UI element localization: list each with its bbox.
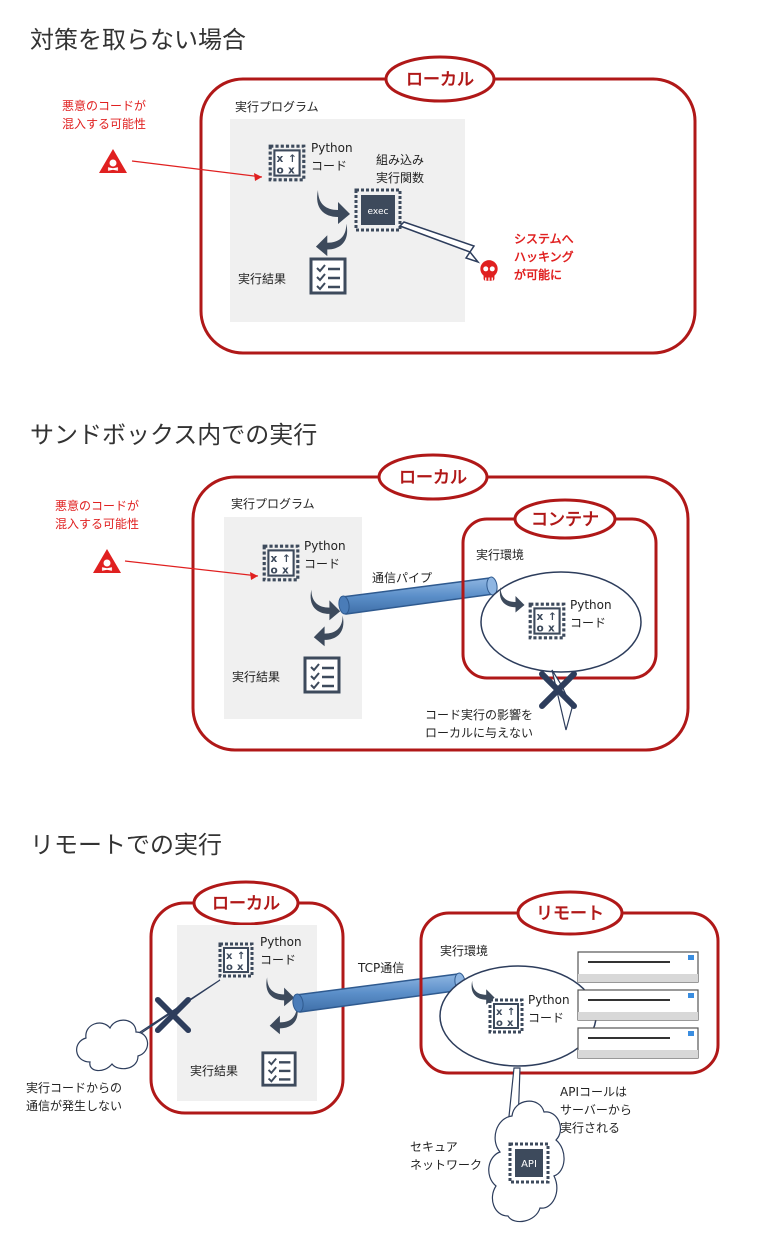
result-label: 実行結果 — [238, 271, 286, 286]
warning-skull-icon — [92, 548, 122, 574]
api-chip-icon — [508, 1142, 550, 1184]
python-label-1: Python — [311, 141, 353, 155]
result-label: 実行結果 — [232, 669, 280, 684]
python-code-icon — [262, 544, 300, 582]
exec-chip-icon — [354, 188, 402, 232]
python-label-2: コード — [304, 557, 340, 571]
api-note-1: APIコールは — [560, 1085, 627, 1099]
malicious-note-line2: 混入する可能性 — [62, 117, 146, 131]
no-impact-note-2: ローカルに与えない — [425, 726, 533, 740]
builtin-label-2: 実行関数 — [376, 170, 424, 185]
container-pill — [513, 498, 617, 540]
local-label: ローカル — [399, 468, 467, 488]
hack-note-3: が可能に — [514, 267, 562, 282]
secure-net-2: ネットワーク — [410, 1158, 482, 1172]
remote-code-2: コード — [528, 1011, 564, 1025]
injection-arrow — [124, 560, 259, 577]
section-title: サンドボックス内での実行 — [30, 421, 317, 449]
no-comm-note-2: 通信が発生しない — [26, 1098, 122, 1113]
program-label: 実行プログラム — [231, 496, 315, 511]
section-title: リモートでの実行 — [30, 831, 222, 859]
result-label: 実行結果 — [190, 1063, 238, 1078]
checklist-icon — [309, 257, 347, 295]
container-code-2: コード — [570, 616, 606, 630]
malicious-note-line1: 悪意のコードが — [62, 98, 146, 113]
api-note-2: サーバーから — [560, 1103, 632, 1117]
env-label: 実行環境 — [476, 547, 524, 562]
tcp-label: TCP通信 — [357, 961, 404, 975]
python-label-2: コード — [260, 953, 296, 967]
execution-env — [480, 571, 642, 673]
exec-label: exec — [368, 207, 389, 217]
container-label: コンテナ — [531, 510, 599, 530]
checklist-icon — [303, 656, 341, 694]
container-code-1: Python — [570, 598, 612, 612]
remote-code-1: Python — [528, 993, 570, 1007]
secure-net-1: セキュア — [410, 1140, 458, 1154]
remote-pill — [516, 890, 624, 936]
hack-note-2: ハッキング — [514, 249, 574, 264]
injection-arrow — [131, 160, 263, 178]
python-code-icon — [528, 602, 566, 640]
skull-icon — [479, 259, 499, 282]
python-code-icon — [488, 998, 524, 1034]
python-code-icon — [218, 942, 254, 978]
local-label: ローカル — [212, 894, 280, 914]
hack-note-1: システムへ — [514, 232, 574, 246]
pipe-label: 通信パイプ — [372, 571, 432, 585]
tcp-pipe — [295, 973, 463, 1013]
no-impact-note-1: コード実行の影響を — [425, 707, 533, 722]
local-pill — [377, 453, 489, 501]
server-rack-icon — [577, 951, 699, 1059]
remote-label: リモート — [536, 904, 604, 924]
section-title: 対策を取らない場合 — [30, 26, 246, 54]
local-pill — [384, 55, 496, 103]
no-comm-note-1: 実行コードからの — [26, 1080, 122, 1095]
cloud-icon — [76, 1019, 149, 1072]
local-label: ローカル — [406, 70, 474, 90]
malicious-note-line1: 悪意のコードが — [55, 498, 139, 513]
python-label-1: Python — [304, 539, 346, 553]
python-label-1: Python — [260, 935, 302, 949]
warning-skull-icon — [98, 148, 128, 174]
malicious-note-line2: 混入する可能性 — [55, 517, 139, 531]
python-label-2: コード — [311, 159, 347, 173]
api-label: API — [521, 1159, 537, 1170]
builtin-label-1: 組み込み — [376, 153, 424, 167]
env-label: 実行環境 — [440, 943, 488, 958]
checklist-icon — [261, 1051, 297, 1087]
hack-arrow — [398, 221, 481, 264]
local-pill — [192, 880, 300, 926]
program-label: 実行プログラム — [235, 99, 319, 114]
api-note-3: 実行される — [560, 1120, 620, 1135]
python-code-icon — [268, 144, 306, 182]
